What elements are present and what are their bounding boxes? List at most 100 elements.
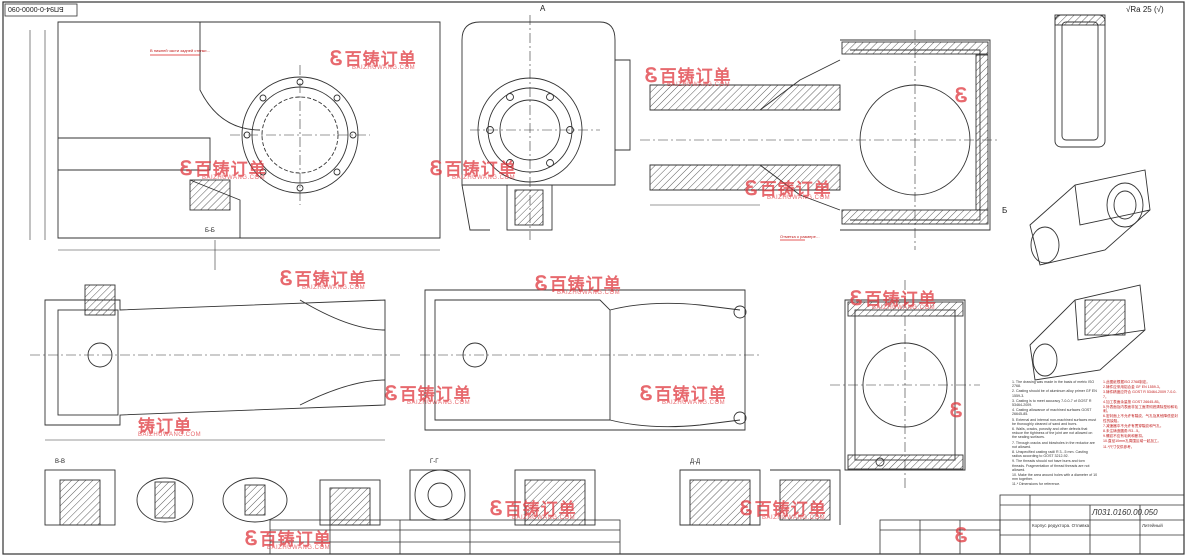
red-annotation-2: Отметка о размере… — [780, 234, 820, 239]
note-en-3: 3. Casting is to meet accuracy 7-0-0-7 o… — [1012, 398, 1092, 408]
watermark-logo-icon: Ꮛ — [180, 155, 193, 180]
watermark-brand: 百铸订单 — [759, 180, 832, 200]
watermark: Ꮛ — [950, 400, 963, 420]
note-cn-4: 4.加工表面余量按 GOST 26645-85。 — [1103, 399, 1163, 404]
section-details-row — [44, 469, 841, 526]
title-block-small: Литейный — [1142, 523, 1163, 528]
note-en-8: 8. Unspecified casting radii R 3...5 mm.… — [1012, 450, 1088, 459]
watermark-logo-icon: Ꮛ — [330, 45, 343, 70]
watermark-logo-icon: Ꮛ — [740, 495, 753, 520]
note-en-9: 9. The threads should not have burrs and… — [1012, 459, 1090, 472]
roughness-symbol: √Ra 25 (√) — [1126, 5, 1164, 14]
note-en-2: 2. Casting should be of aluminum alloy p… — [1012, 389, 1097, 398]
technical-notes-en: 1. The drawing was made in the basis of … — [1012, 380, 1098, 488]
isometric-view-2 — [1029, 284, 1146, 381]
watermark-brand: 百铸订单 — [194, 160, 267, 180]
note-cn-5: 5.外表面及内表面非加工面须彻底清除型砂和毛刺。 — [1103, 405, 1178, 414]
watermark-logo-icon: Ꮛ — [245, 525, 258, 550]
note-cn-6: 6.密封面上不允许有裂纹、气孔及其他降低密封性的缺陷。 — [1103, 414, 1178, 423]
note-cn-8: 8.未注铸造圆角 R3...5。 — [1103, 429, 1142, 434]
note-cn-3: 3.铸件精度应符合 GOST R 53464-2009 7-0-0-7。 — [1103, 390, 1177, 399]
watermark-url: BAIZHUWANG.COM — [302, 285, 366, 291]
end-view — [830, 280, 980, 490]
watermark-brand: 百铸订单 — [399, 385, 472, 405]
watermark: Ꮛ 百铸订单 BAIZHUWANG.COM — [640, 380, 727, 407]
watermark: Ꮛ 百铸订单 BAIZHUWANG.COM — [645, 62, 732, 89]
side-view — [461, 15, 631, 240]
note-en-7: 7. Through cracks and blowholes in the r… — [1012, 440, 1095, 449]
note-cn-7: 7.减速器中不允许有贯穿裂纹和气孔。 — [1103, 423, 1164, 428]
watermark-partial: 铸订单 BAIZHUWANG.COM — [138, 412, 201, 438]
watermark-brand-partial: 铸订单 — [138, 417, 192, 437]
view-label-bb: Б-Б — [205, 228, 215, 234]
watermark-url: BAIZHUWANG.COM — [762, 515, 826, 521]
watermark-url: BAIZHUWANG.COM — [407, 400, 471, 406]
bottom-view — [420, 289, 760, 431]
watermark-logo-icon: Ꮛ — [490, 495, 503, 520]
watermark-brand: 百铸订单 — [864, 290, 937, 310]
watermark: Ꮛ — [955, 85, 968, 105]
note-cn-2: 2.铸件应采用铝合金 GF EN 1559-3。 — [1103, 385, 1163, 390]
watermark-brand: 百铸订单 — [659, 67, 732, 87]
note-en-10: 10. Make the area around holes with a di… — [1012, 473, 1098, 482]
watermark-brand: 百铸订单 — [294, 270, 367, 290]
watermark: Ꮛ 百铸订单 BAIZHUWANG.COM — [330, 45, 417, 72]
watermark-logo-icon: Ꮛ — [950, 398, 963, 422]
title-block-number: Л031.0160.00.050 — [1092, 508, 1158, 517]
watermark-logo-icon: Ꮛ — [850, 285, 863, 310]
note-en-11: 11.* Dimensions for reference. — [1012, 482, 1061, 487]
view-label-vv: В-В — [55, 459, 66, 465]
top-view — [30, 284, 400, 441]
watermark: Ꮛ 百铸订单 BAIZHUWANG.COM — [850, 285, 937, 312]
watermark-url: BAIZHUWANG.COM — [267, 545, 331, 551]
watermark-url: BAIZHUWANG.COM — [667, 82, 731, 88]
technical-notes-cn: 1.此图纸根据ISO 2768制定。 2.铸件应采用铝合金 GF EN 1559… — [1103, 380, 1179, 450]
watermark-logo-icon: Ꮛ — [745, 175, 758, 200]
watermark-logo-icon: Ꮛ — [280, 265, 293, 290]
view-label-gg: Г-Г — [430, 459, 439, 465]
front-view — [29, 21, 441, 270]
watermark-brand: 百铸订单 — [344, 50, 417, 70]
title-block — [269, 494, 1185, 555]
view-label-dd: Д-Д — [690, 459, 701, 465]
watermark: Ꮛ 百铸订单 BAIZHUWANG.COM — [180, 155, 267, 182]
watermark-logo-icon: Ꮛ — [535, 270, 548, 295]
red-annotation-1: В нижней части задней стенки… — [150, 48, 211, 53]
watermark-logo-icon: Ꮛ — [385, 380, 398, 405]
note-cn-9: 9.螺纹不应有毛刺和断扣。 — [1103, 434, 1146, 439]
note-en-4: 4. Casting allowance of machined surface… — [1012, 408, 1092, 417]
watermark-brand: 百铸订单 — [444, 160, 517, 180]
watermark-brand: 百铸订单 — [504, 500, 577, 520]
watermark-brand: 百铸订单 — [259, 530, 332, 550]
watermark-brand: 百铸订单 — [754, 500, 827, 520]
corner-stamp-box — [4, 3, 78, 17]
watermark-logo-icon: Ꮛ — [430, 155, 443, 180]
note-cn-10: 10.直径10mm孔周围区域一起加工。 — [1103, 439, 1162, 444]
watermark: Ꮛ 百铸订单 BAIZHUWANG.COM — [740, 495, 827, 522]
watermark-url: BAIZHUWANG.COM — [352, 65, 416, 71]
watermark: Ꮛ 百铸订单 BAIZHUWANG.COM — [490, 495, 577, 522]
watermark-url: BAIZHUWANG.COM — [557, 290, 621, 296]
watermark-url: BAIZHUWANG.COM — [452, 175, 516, 181]
watermark: Ꮛ 百铸订单 BAIZHUWANG.COM — [245, 525, 332, 552]
view-label-b: Б — [1002, 206, 1008, 215]
watermark: Ꮛ 百铸订单 BAIZHUWANG.COM — [535, 270, 622, 297]
watermark: Ꮛ 百铸订单 BAIZHUWANG.COM — [745, 175, 832, 202]
detail-view-top-right — [1054, 14, 1106, 148]
watermark: Ꮛ 百铸订单 BAIZHUWANG.COM — [430, 155, 517, 182]
watermark-url: BAIZHUWANG.COM — [872, 305, 936, 311]
note-en-5: 5. External and internal non-machined su… — [1012, 417, 1097, 426]
note-en-1: 1. The drawing was made in the basis of … — [1012, 380, 1095, 389]
section-view-a — [640, 30, 1000, 250]
note-en-6: 6. Walls, cracks, porosity and other def… — [1012, 427, 1093, 440]
watermark-url: BAIZHUWANG.COM — [138, 432, 202, 438]
watermark: Ꮛ 百铸订单 BAIZHUWANG.COM — [280, 265, 367, 292]
watermark-logo-icon: Ꮛ — [955, 83, 968, 107]
watermark-brand: 百铸订单 — [549, 275, 622, 295]
watermark-logo-icon: Ꮛ — [645, 62, 658, 87]
isometric-view-1 — [1029, 169, 1151, 266]
watermark-url: BAIZHUWANG.COM — [512, 515, 576, 521]
watermark: Ꮛ — [955, 525, 968, 545]
watermark-logo-icon: Ꮛ — [955, 523, 968, 547]
